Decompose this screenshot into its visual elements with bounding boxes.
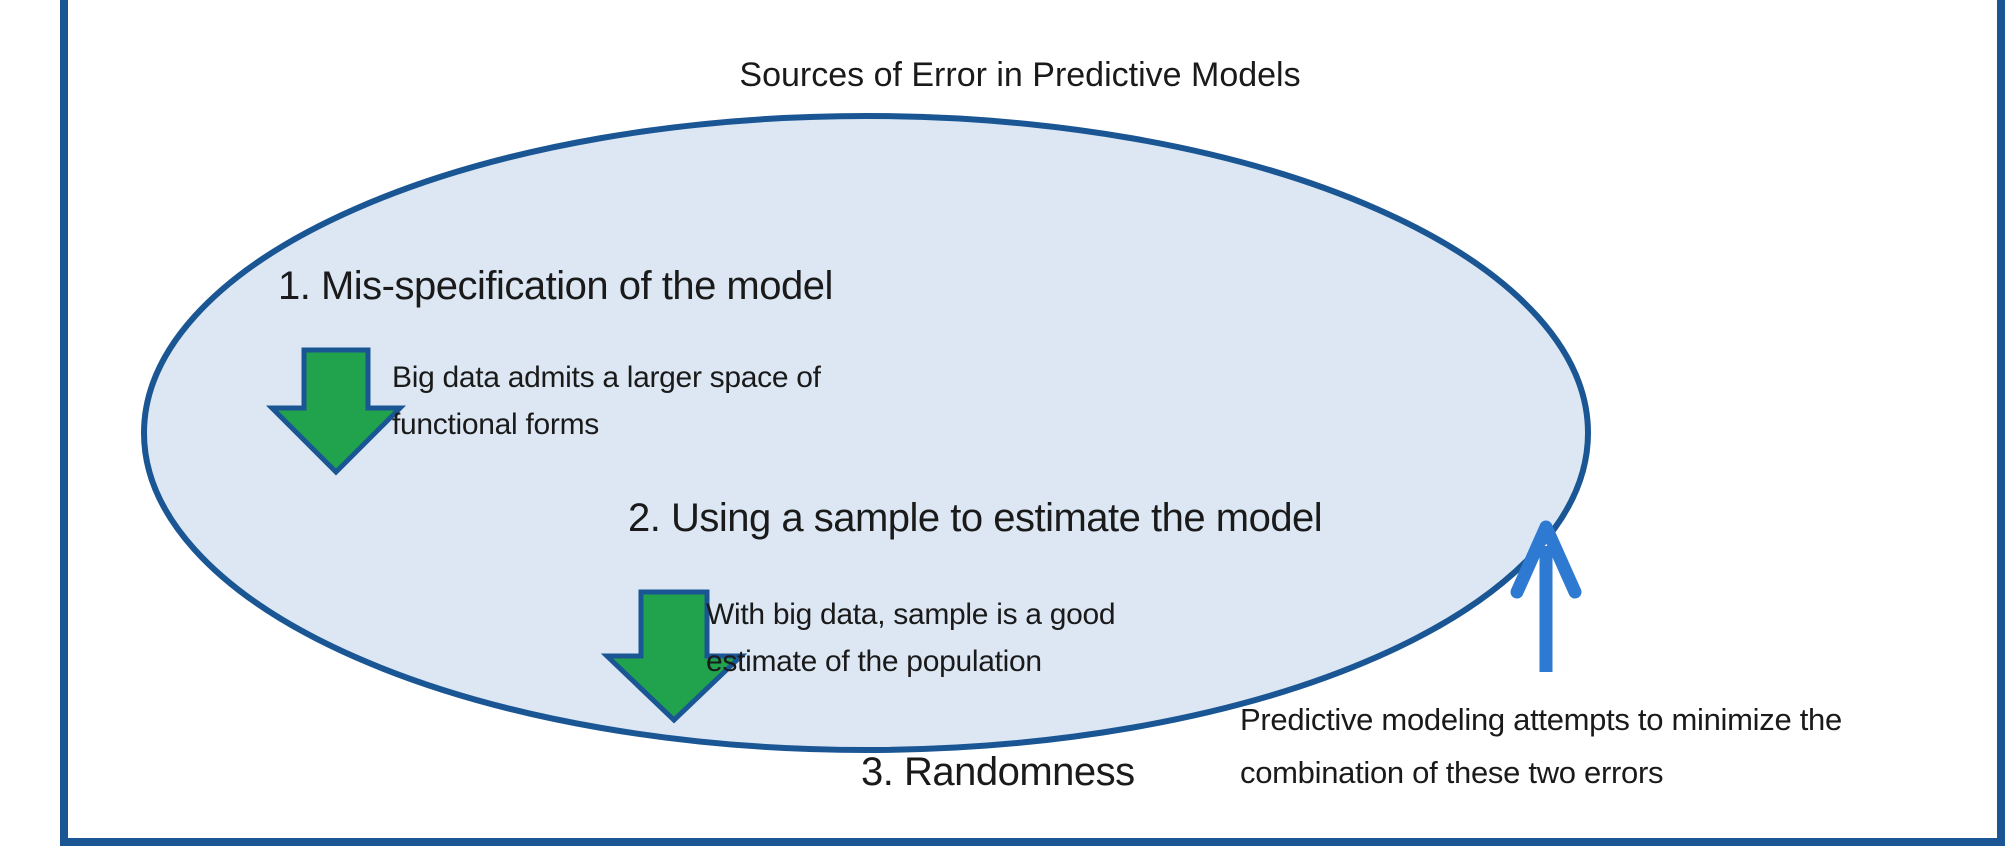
diagram-title: Sources of Error in Predictive Models xyxy=(739,56,1301,94)
down-arrow-icon-2 xyxy=(600,589,748,724)
error-item-1-note-line-2: functional forms xyxy=(392,408,599,441)
up-arrow-caption: Predictive modeling attempts to minimize… xyxy=(1240,693,1842,799)
error-sources-ellipse xyxy=(141,113,1591,753)
up-arrow-caption-line-2: combination of these two errors xyxy=(1240,755,1664,790)
error-item-1-note: Big data admits a larger space of functi… xyxy=(392,354,821,448)
error-item-1-note-line-1: Big data admits a larger space of xyxy=(392,361,821,394)
error-item-2-note-line-2: estimate of the population xyxy=(706,645,1042,678)
error-item-1: 1. Mis-specification of the model xyxy=(278,264,833,308)
error-item-3: 3. Randomness xyxy=(861,750,1135,794)
outer-frame xyxy=(60,0,2005,846)
up-arrow-icon xyxy=(1510,520,1582,672)
down-arrow-icon-1 xyxy=(265,347,407,476)
up-arrow-caption-line-1: Predictive modeling attempts to minimize… xyxy=(1240,702,1842,737)
up-arrow-head xyxy=(1510,520,1582,599)
error-item-2-note-line-1: With big data, sample is a good xyxy=(706,598,1116,631)
error-item-2-note: With big data, sample is a good estimate… xyxy=(706,591,1116,685)
error-item-2: 2. Using a sample to estimate the model xyxy=(628,496,1323,540)
